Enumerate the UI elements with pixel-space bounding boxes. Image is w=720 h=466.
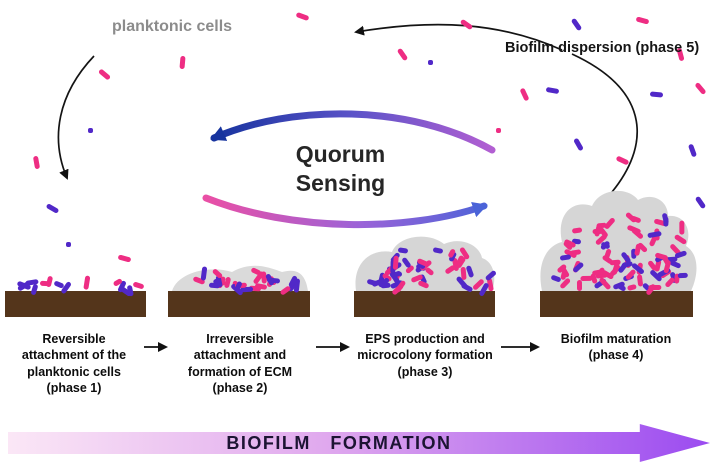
cycle-arrow-left	[57, 55, 95, 180]
surface-stage3	[354, 291, 495, 317]
quorum-sensing-line1: Quorum	[295, 141, 386, 167]
stage-3-caption: EPS production and microcolony formation…	[357, 332, 493, 379]
quorum-sensing-label: Quorum Sensing	[258, 140, 423, 198]
surface-stage1	[5, 291, 146, 317]
surface-stage4	[540, 291, 693, 317]
biofilm-dispersion-label: Biofilm dispersion (phase 5)	[505, 40, 700, 56]
quorum-sensing-line2: Sensing	[295, 169, 386, 196]
stage-4-caption: Biofilm maturation (phase 4)	[560, 332, 672, 363]
stage-2-caption: Irreversible attachment and formation of…	[187, 332, 293, 395]
eps-blob-stage2	[172, 265, 308, 291]
stage-1-caption: Reversible attachment of the planktonic …	[21, 332, 127, 395]
quorum-sensing-arrow-right	[202, 194, 488, 229]
planktonic-cells-label: planktonic cells	[112, 18, 233, 35]
eps-blob-stage3	[355, 236, 495, 291]
biofilm-formation-banner-label: BIOFILM FORMATION	[226, 432, 452, 453]
surface-stage2	[168, 291, 310, 317]
eps-blob-stage4	[540, 190, 697, 291]
cycle-arrow-right	[571, 53, 638, 193]
quorum-sensing-arrow-left	[210, 110, 496, 154]
